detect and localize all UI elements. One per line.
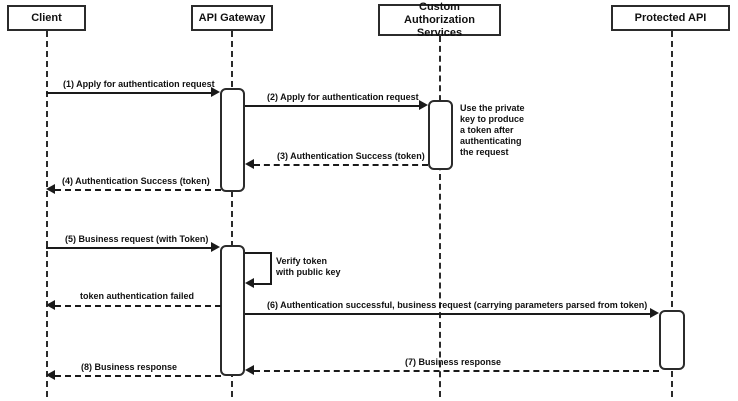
participant-custom-authorization-services-label: Custom Authorization Services xyxy=(404,0,475,39)
message-7-line xyxy=(254,370,659,372)
note-private-key: Use the private key to produce a token a… xyxy=(460,103,525,157)
message-8-arrowhead xyxy=(46,370,55,380)
message-1-arrowhead xyxy=(211,87,220,97)
message-5-arrowhead xyxy=(211,242,220,252)
activation-api-gateway-business xyxy=(220,245,245,376)
participant-protected-api-label: Protected API xyxy=(634,11,707,24)
self-message-top-segment xyxy=(245,252,272,254)
message-8-line xyxy=(55,375,221,377)
participant-protected-api[interactable]: Protected API xyxy=(611,5,730,31)
self-message-right-segment xyxy=(270,252,272,283)
message-5-label: (5) Business request (with Token) xyxy=(65,234,209,244)
message-1-label: (1) Apply for authentication request xyxy=(63,79,215,89)
self-message-bottom-segment xyxy=(254,283,272,285)
participant-client[interactable]: Client xyxy=(7,5,86,31)
message-6-line xyxy=(245,313,650,315)
message-2-label: (2) Apply for authentication request xyxy=(267,92,419,102)
message-6-label: (6) Authentication successful, business … xyxy=(267,300,648,310)
message-4-line xyxy=(55,189,221,191)
lifeline-custom-authorization-services xyxy=(439,36,441,397)
message-token-auth-failed-arrowhead xyxy=(46,300,55,310)
message-2-arrowhead xyxy=(419,100,428,110)
lifeline-client xyxy=(46,31,48,397)
message-7-label: (7) Business response xyxy=(405,357,502,367)
message-2-line xyxy=(245,105,419,107)
message-8-label: (8) Business response xyxy=(81,362,178,372)
message-7-arrowhead xyxy=(245,365,254,375)
message-3-line xyxy=(254,164,428,166)
self-message-arrowhead xyxy=(245,278,254,288)
participant-custom-authorization-services[interactable]: Custom Authorization Services xyxy=(378,1,501,39)
participant-api-gateway[interactable]: API Gateway xyxy=(191,5,273,31)
participant-api-gateway-label: API Gateway xyxy=(198,11,266,24)
message-6-arrowhead xyxy=(650,308,659,318)
participant-client-label: Client xyxy=(31,11,62,24)
lifeline-protected-api xyxy=(671,31,673,397)
note-verify-token: Verify token with public key xyxy=(276,256,341,277)
activation-custom-authorization-services xyxy=(428,100,453,170)
message-token-auth-failed-label: token authentication failed xyxy=(80,291,195,301)
message-4-label: (4) Authentication Success (token) xyxy=(62,176,210,186)
activation-protected-api xyxy=(659,310,685,370)
activation-api-gateway-auth xyxy=(220,88,245,192)
lifeline-api-gateway xyxy=(231,31,233,397)
message-3-label: (3) Authentication Success (token) xyxy=(277,151,425,161)
message-4-arrowhead xyxy=(46,184,55,194)
message-token-auth-failed-line xyxy=(55,305,221,307)
message-1-line xyxy=(46,92,211,94)
message-3-arrowhead xyxy=(245,159,254,169)
message-5-line xyxy=(46,247,211,249)
